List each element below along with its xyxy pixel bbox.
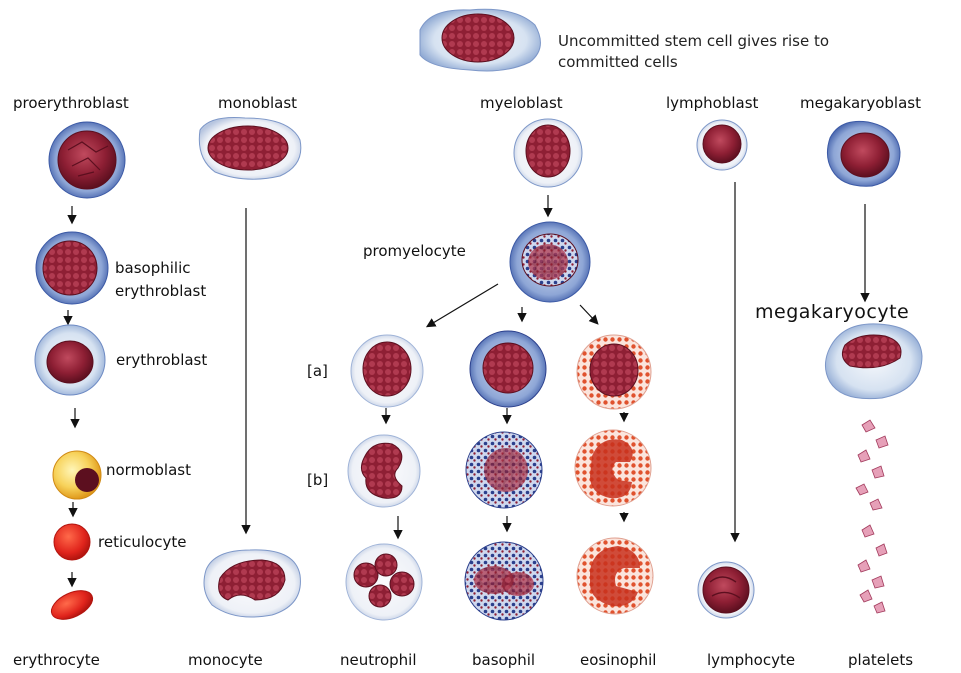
label-megakaryoblast: megakaryoblast	[800, 94, 921, 112]
basophil-stage-a-cell	[470, 331, 546, 407]
neutrophil-stage-a-cell	[351, 335, 423, 407]
label-basophil: basophil	[472, 651, 535, 669]
basophil-stage-b-cell	[466, 432, 542, 508]
megakaryoblast-cell	[827, 121, 900, 186]
erythrocyte-cell	[47, 585, 97, 625]
eosinophil-cell	[577, 538, 653, 614]
megakaryocyte-cell	[825, 324, 922, 399]
label-reticulocyte: reticulocyte	[98, 533, 186, 551]
label-eosinophil: eosinophil	[580, 651, 656, 669]
label-basophilic-erythroblast: erythroblast	[115, 282, 206, 300]
monoblast-cell	[199, 118, 301, 180]
arrow-to-neutrophil-line	[428, 284, 498, 326]
label-monocyte: monocyte	[188, 651, 263, 669]
label-promyelocyte: promyelocyte	[363, 242, 466, 260]
eosinophil-stage-a-cell	[577, 335, 651, 409]
stem-cell	[420, 9, 540, 71]
label-myeloblast: myeloblast	[480, 94, 563, 112]
basophilic-erythroblast-cell	[36, 232, 108, 304]
label-proerythroblast: proerythroblast	[13, 94, 129, 112]
neutrophil-cell	[346, 544, 422, 620]
label-normoblast: normoblast	[106, 461, 191, 479]
stem-note-line2: committed cells	[558, 53, 678, 71]
eosinophil-stage-b-cell	[575, 430, 651, 506]
neutrophil-stage-b-cell	[348, 435, 420, 507]
label-erythroblast: erythroblast	[116, 351, 207, 369]
label-stage-b: [b]	[307, 471, 328, 489]
reticulocyte-cell	[54, 524, 90, 560]
stem-note-line1: Uncommitted stem cell gives rise to	[558, 32, 829, 50]
label-platelets: platelets	[848, 651, 913, 669]
lymphocyte-cell	[698, 562, 754, 618]
proerythroblast-cell	[49, 122, 125, 198]
label-neutrophil: neutrophil	[340, 651, 417, 669]
label-erythrocyte: erythrocyte	[13, 651, 100, 669]
erythroblast-cell	[35, 325, 105, 395]
myeloblast-cell	[514, 119, 582, 187]
platelets-group	[856, 420, 888, 613]
normoblast-cell	[53, 451, 101, 499]
promyelocyte-cell	[510, 222, 590, 302]
label-basophilic: basophilic	[115, 259, 190, 277]
label-megakaryocyte: megakaryocyte	[755, 301, 909, 323]
label-stage-a: [a]	[307, 362, 328, 380]
label-monoblast: monoblast	[218, 94, 297, 112]
label-lymphoblast: lymphoblast	[666, 94, 759, 112]
label-lymphocyte: lymphocyte	[707, 651, 795, 669]
lymphoblast-cell	[697, 120, 747, 170]
arrow-to-eosinophil-line	[580, 305, 597, 323]
monocyte-cell	[204, 550, 300, 617]
basophil-cell	[465, 542, 543, 620]
